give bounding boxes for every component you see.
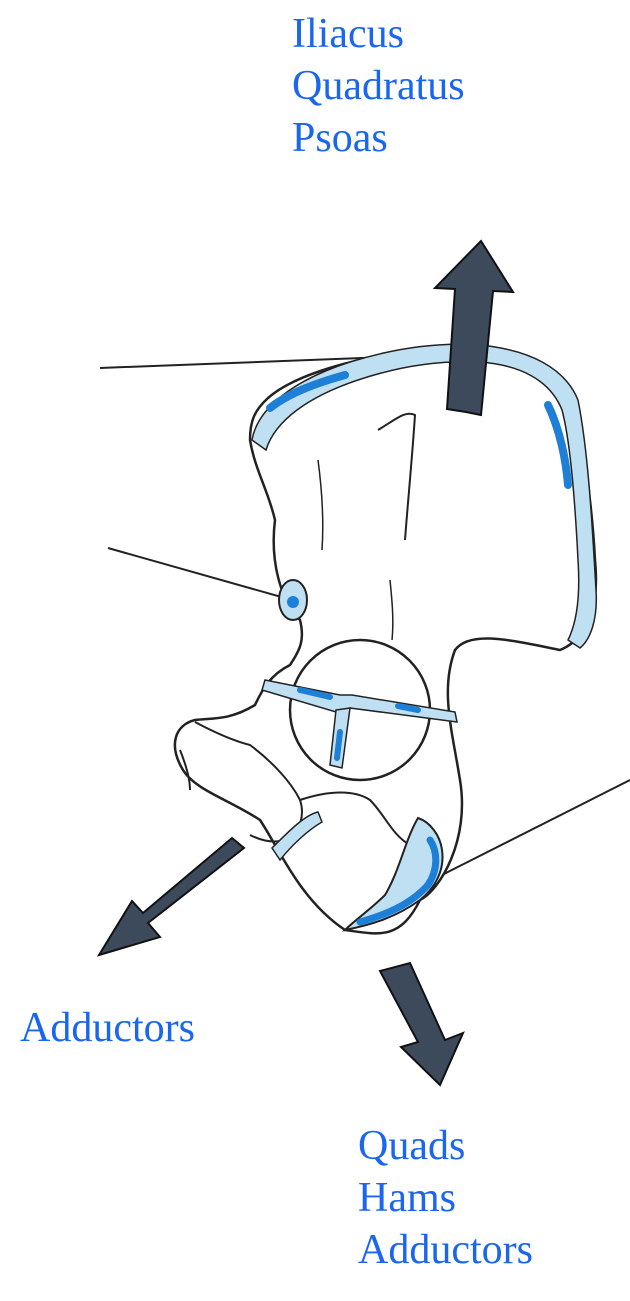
label-quadratus: Quadratus [292, 60, 465, 112]
aiis-ossification-center [287, 596, 299, 608]
triradiate-ossification-3 [337, 732, 340, 758]
label-quads: Quads [358, 1120, 533, 1172]
bottom-muscle-label-group: Quads Hams Adductors [358, 1120, 533, 1276]
label-iliacus: Iliacus [292, 8, 465, 60]
top-muscle-label-group: Iliacus Quadratus Psoas [292, 8, 465, 164]
left-muscle-label-group: Adductors [20, 1002, 195, 1054]
label-psoas: Psoas [292, 112, 465, 164]
label-adductors-left: Adductors [20, 1002, 195, 1054]
label-adductors-bottom: Adductors [358, 1224, 533, 1276]
arrow-down-icon [380, 963, 463, 1085]
label-hams: Hams [358, 1172, 533, 1224]
arrow-down-left-icon [99, 838, 244, 955]
triradiate-ossification-2 [398, 706, 418, 710]
leader-line-ais [108, 548, 292, 600]
